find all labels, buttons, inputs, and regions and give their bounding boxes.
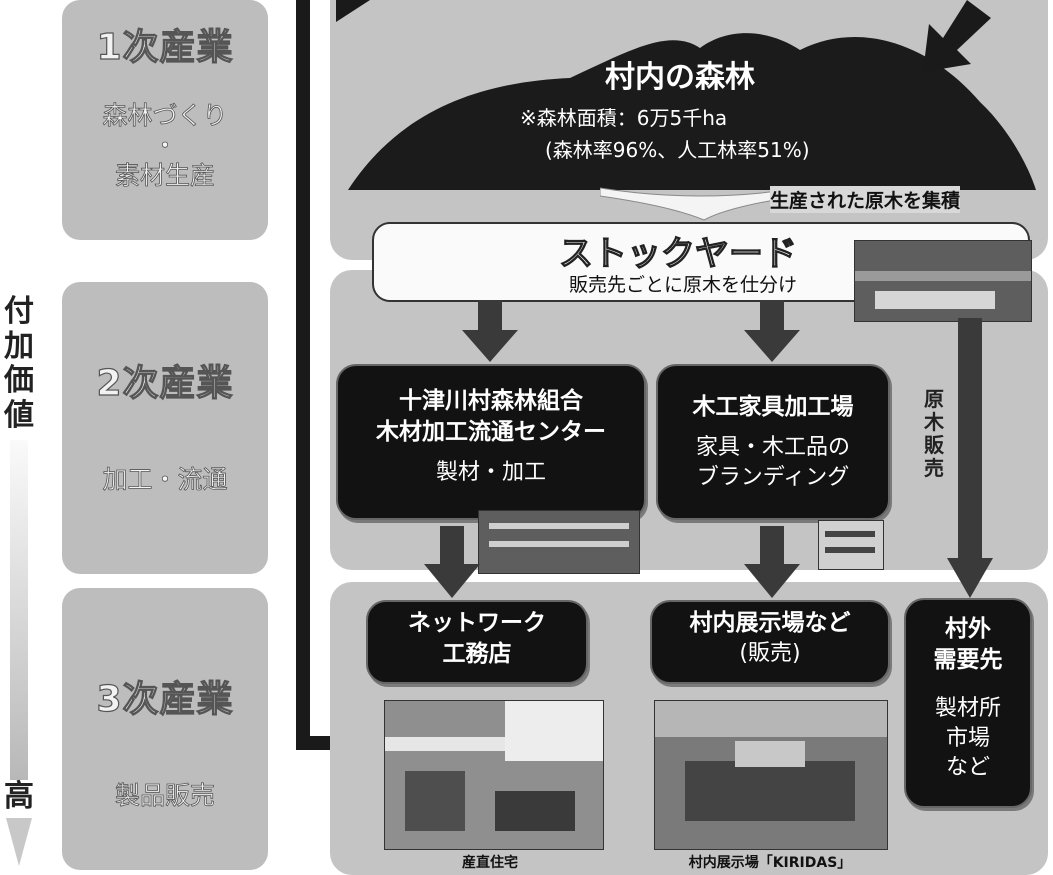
network-builders-line-1: ネットワーク <box>408 610 546 636</box>
tier-secondary-sub: 加工・流通 <box>102 465 228 495</box>
stockyard-photo <box>854 240 1032 322</box>
value-added-arrow-icon <box>6 818 32 866</box>
village-showroom-line-1: 村内展示場など <box>689 610 851 636</box>
collect-arrow-icon <box>600 187 800 221</box>
house-photo-caption: 産直住宅 <box>462 855 518 871</box>
forest-title: 村内の森林 <box>605 60 755 95</box>
network-builders-line-2: 工務店 <box>442 641 512 668</box>
inflow-arrow-right-icon <box>923 0 991 72</box>
processing-center-photo <box>478 510 640 574</box>
village-showroom-line-2: (販売) <box>739 641 801 667</box>
log-sales-arrow-icon <box>947 318 993 598</box>
furniture-factory-box: 木工家具加工場 家具・木工品の ブランディング <box>656 364 890 520</box>
furniture-factory-photo <box>818 520 884 570</box>
flow-frame-vertical <box>296 0 310 750</box>
tier-tertiary: 3次産業 製品販売 <box>62 588 268 870</box>
tier-secondary: 2次産業 加工・流通 <box>62 282 268 574</box>
processing-center-box: 十津川村森林組合 木材加工流通センター 製材・加工 <box>336 364 646 520</box>
center-to-network-arrow-icon <box>424 526 480 598</box>
value-added-label: 付加価値 <box>4 294 34 433</box>
village-showroom-box: 村内展示場など (販売) <box>650 600 890 684</box>
stockyard-to-factory-arrow-icon <box>744 300 800 362</box>
furniture-factory-name: 木工家具加工場 <box>692 394 854 420</box>
house-photo <box>384 700 604 850</box>
outside-demand-box: 村外 需要先 製材所 市場 など <box>904 598 1032 808</box>
tier-primary-sub-2: ・ <box>152 131 178 161</box>
tier-primary-sub-3: 素材生産 <box>114 161 216 191</box>
outside-demand-line-2: 需要先 <box>933 647 1003 674</box>
processing-center-role: 製材・加工 <box>435 460 546 486</box>
showroom-photo <box>654 700 888 850</box>
tier-primary: 1次産業 森林づくり ・ 素材生産 <box>62 0 268 240</box>
tier-tertiary-title: 3次産業 <box>96 678 234 720</box>
tier-tertiary-sub: 製品販売 <box>114 781 216 811</box>
collect-label: 生産された原木を集積 <box>770 186 961 213</box>
stockyard-sub: 販売先ごとに原木を仕分け <box>569 274 798 296</box>
log-sales-label: 原木販売 <box>924 387 944 480</box>
network-builders-box: ネットワーク 工務店 <box>366 600 588 684</box>
outside-demand-line-5: など <box>945 755 990 781</box>
factory-to-showroom-arrow-icon <box>744 526 800 598</box>
showroom-photo-caption: 村内展示場「KIRIDAS」 <box>688 855 852 871</box>
outside-demand-line-3: 製材所 <box>934 696 1001 722</box>
forest-area: ※森林面積：6万5千ha <box>520 106 728 130</box>
value-added-gradient-bar <box>10 440 28 780</box>
outside-demand-line-4: 市場 <box>945 725 990 751</box>
inflow-arrow-left-icon <box>336 0 370 22</box>
processing-center-name-2: 木材加工流通センター <box>376 419 606 446</box>
tier-secondary-title: 2次産業 <box>96 362 234 404</box>
forest-mountain-shape <box>348 33 1036 191</box>
stockyard-title: ストックヤード <box>558 233 797 274</box>
tier-primary-title: 1次産業 <box>96 26 234 68</box>
processing-center-name-1: 十津川村森林組合 <box>399 388 583 414</box>
tier-primary-sub-1: 森林づくり <box>102 101 228 131</box>
stockyard-to-center-arrow-icon <box>462 300 518 362</box>
outside-demand-line-1: 村外 <box>945 616 991 642</box>
forest-ratio: (森林率96%、人工林率51%) <box>545 138 810 162</box>
furniture-factory-role-2: ブランディング <box>696 464 850 490</box>
furniture-factory-role-1: 家具・木工品の <box>695 435 850 461</box>
value-added-high-label: 高 <box>4 779 34 814</box>
